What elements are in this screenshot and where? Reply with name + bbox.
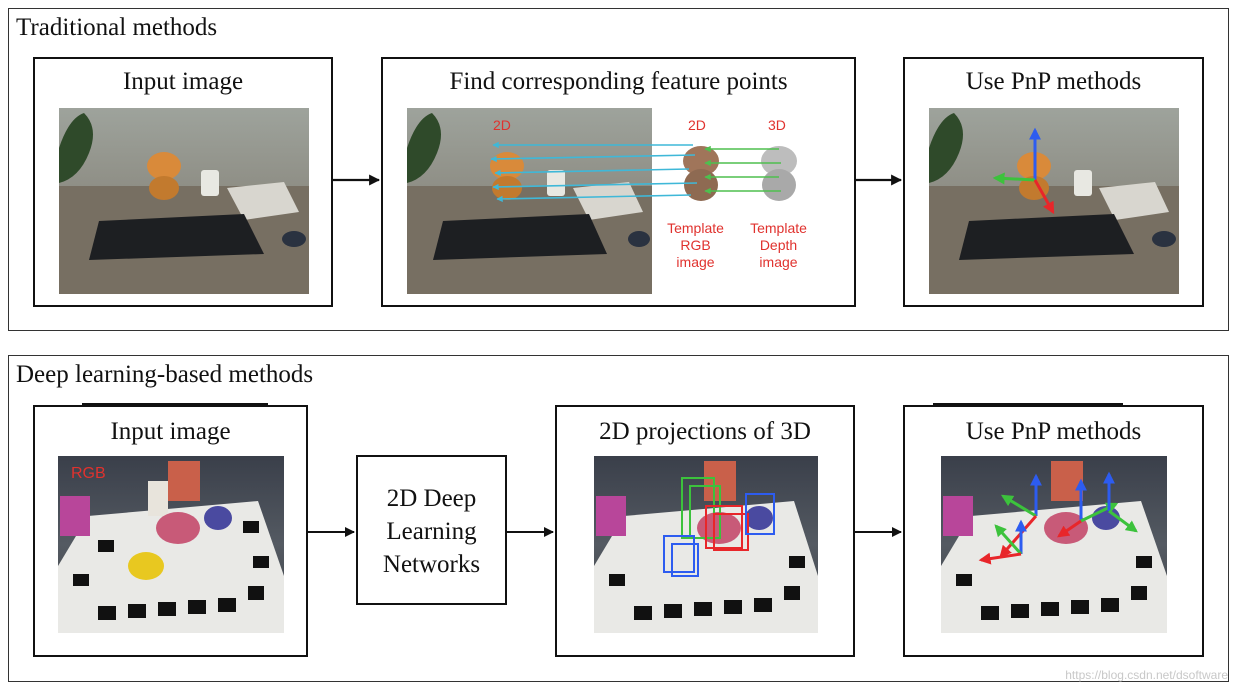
pose-axis-green (992, 172, 1036, 185)
projection-title: 2D projections of 3D (599, 418, 811, 445)
keyboard (89, 214, 264, 260)
section-title-deep: Deep learning-based methods (16, 361, 314, 388)
network-label: 2D Deep Learning Networks (382, 485, 481, 578)
rgb-label: RGB (71, 465, 106, 482)
arrow-match-to-pnp (855, 174, 903, 186)
traditional-methods-section: Traditional methods (8, 8, 1229, 331)
matching-scene-photo (407, 108, 652, 294)
arrow-network-to-projection (507, 527, 554, 537)
pnp-box-overbar (933, 403, 1123, 406)
projection-photo (594, 456, 818, 633)
template-depth-label: Template Depth image (750, 220, 807, 270)
traditional-pnp-box: Use PnP methods (903, 57, 1204, 307)
feature-matching-box: Find corresponding feature points (381, 57, 856, 307)
deep-input-box: Input image RGB (33, 405, 308, 657)
arrow-input-to-network (308, 527, 355, 537)
deep-network-box: 2D Deep Learning Networks (356, 455, 507, 605)
label-2d-template: 2D (688, 117, 706, 133)
multi-pose-photo (941, 456, 1167, 633)
deep-pnp-title: Use PnP methods (965, 418, 1142, 445)
traditional-pnp-title: Use PnP methods (965, 68, 1142, 95)
arrow-input-to-match (333, 174, 381, 186)
traditional-input-box: Input image (33, 57, 333, 307)
feature-matching-title: Find corresponding feature points (449, 68, 788, 95)
desk-scene-photo (59, 108, 309, 294)
tabletop-rgb-photo (58, 456, 284, 633)
label-3d-template: 3D (768, 117, 786, 133)
deep-input-title: Input image (110, 418, 231, 445)
deep-pnp-box: Use PnP methods (903, 405, 1204, 657)
deep-learning-section: Deep learning-based methods (8, 355, 1229, 682)
pnp-pose-photo (929, 108, 1179, 294)
template-rgb-label: Template RGB image (667, 220, 724, 270)
watermark: https://blog.csdn.net/dsoftware (1065, 668, 1228, 682)
traditional-input-title: Input image (122, 68, 244, 95)
arrow-projection-to-pnp (855, 527, 902, 537)
input-box-overbar (82, 403, 268, 406)
label-2d-scene: 2D (493, 117, 511, 133)
section-title-traditional: Traditional methods (16, 14, 218, 41)
book (227, 182, 299, 220)
projected-bounding-boxes (663, 477, 775, 577)
projection-box: 2D projections of 3D (555, 405, 855, 657)
multi-pose-axes (978, 471, 1138, 565)
mug (201, 170, 219, 196)
feature-match-lines (490, 141, 781, 203)
teddy-toy (147, 152, 181, 180)
pose-axis-red (1033, 179, 1055, 215)
